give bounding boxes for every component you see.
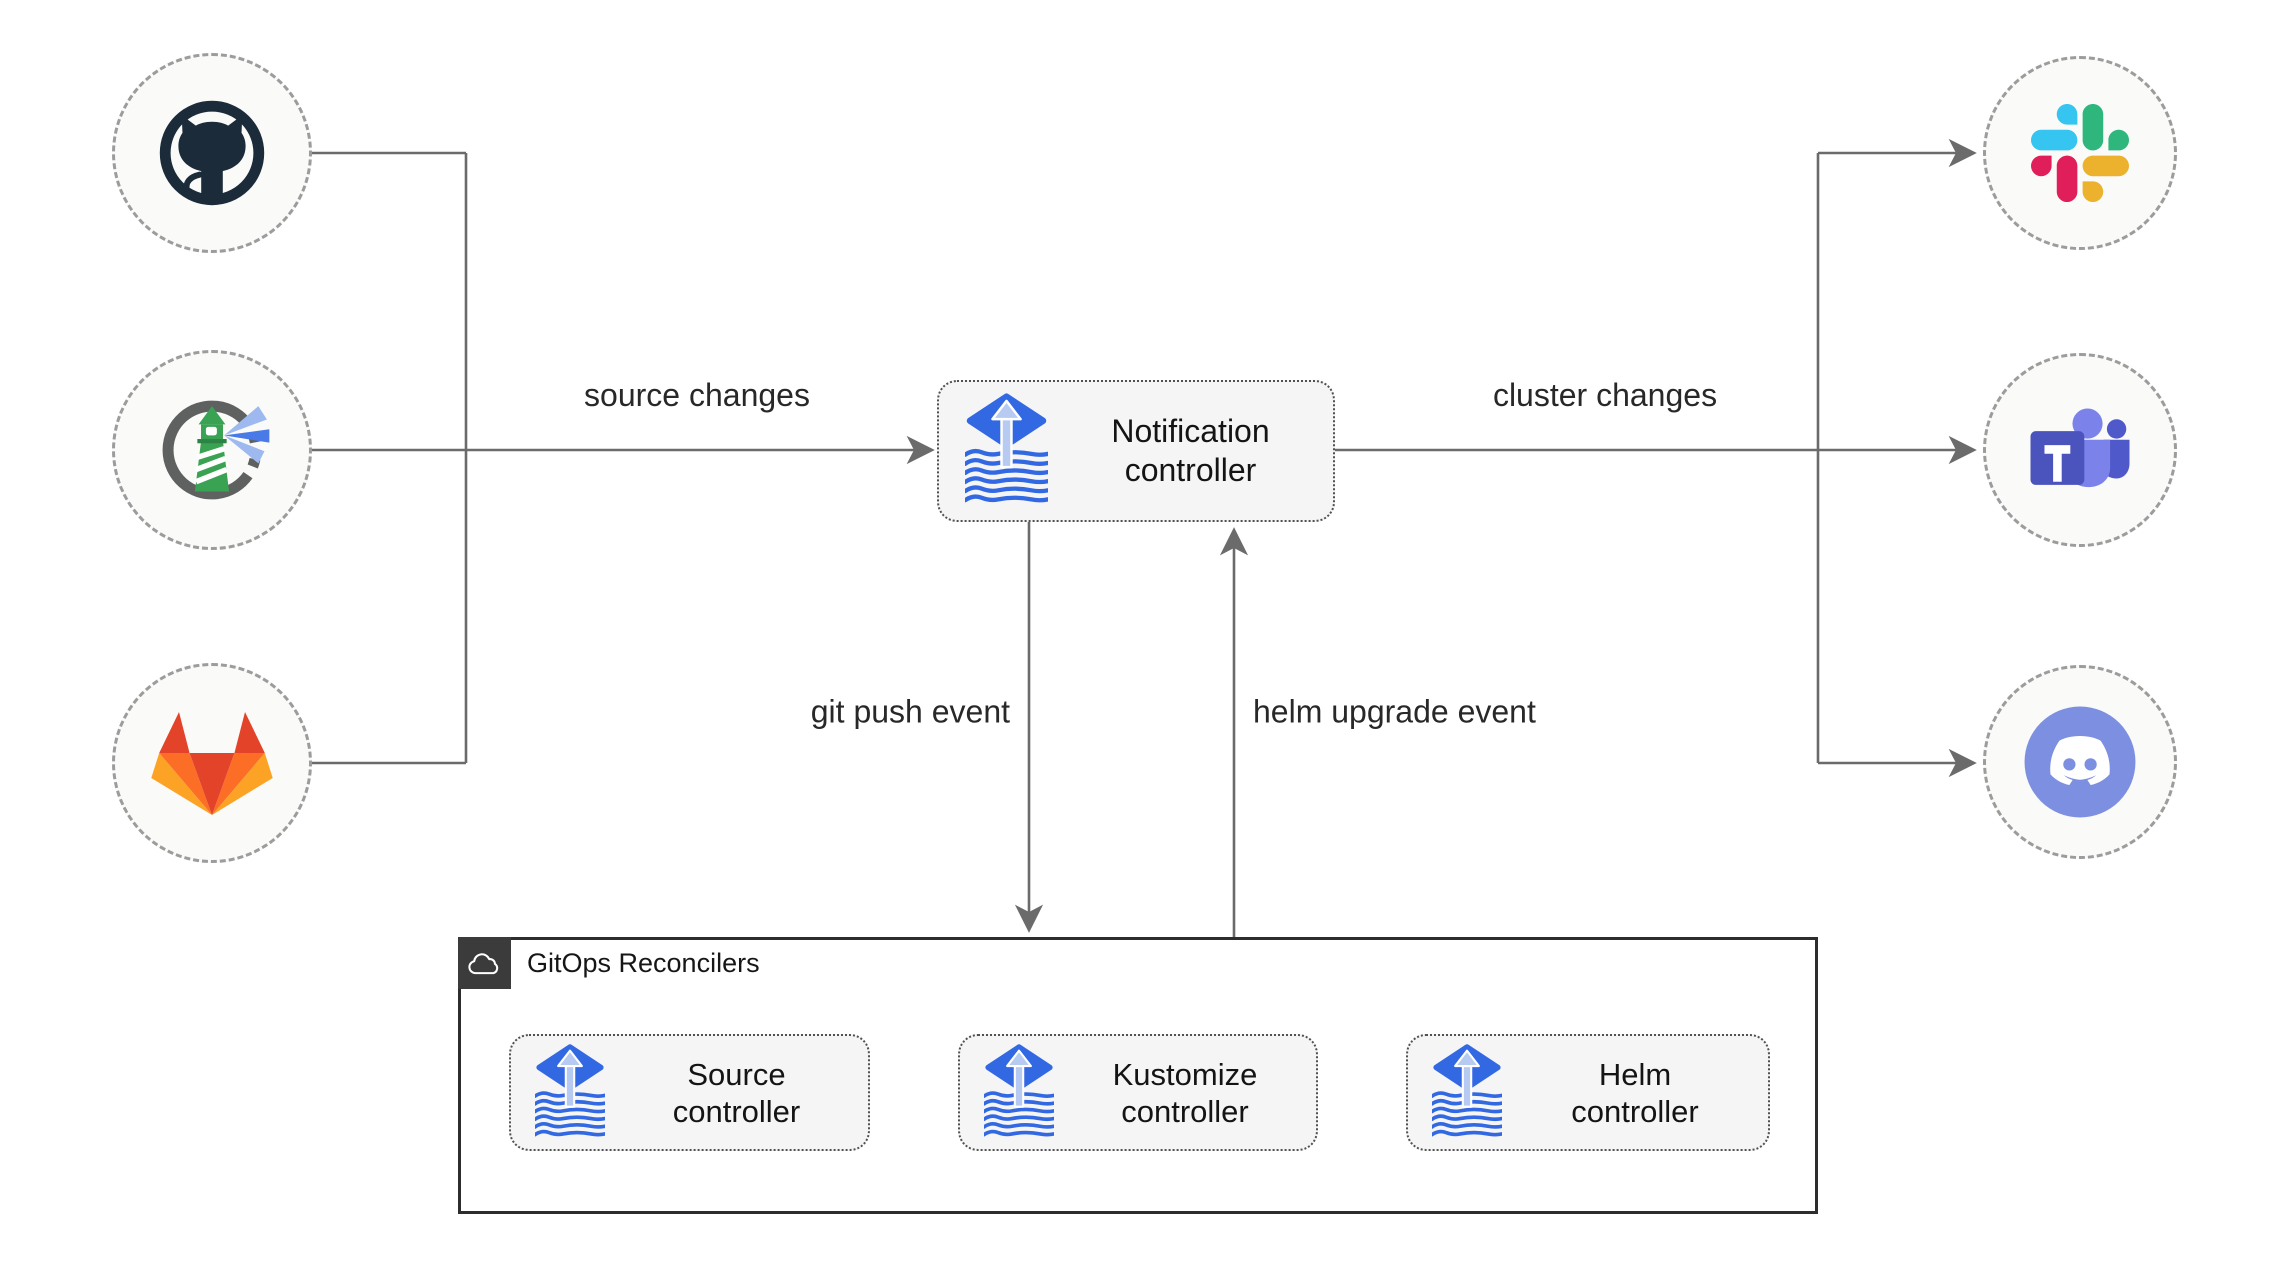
node-slack: [1983, 56, 2177, 250]
notification-controller-label-line2: controller: [1124, 452, 1257, 488]
node-source-controller: Source controller: [509, 1034, 870, 1151]
github-icon: [152, 93, 272, 213]
group-header: [458, 937, 511, 989]
edge-label-helm-upgrade-event: helm upgrade event: [1253, 693, 1536, 730]
kustomize-controller-label: Kustomize controller: [1054, 1056, 1316, 1130]
notification-controller-label: Notification controller: [1048, 412, 1333, 490]
edge-label-git-push-event: git push event: [810, 693, 1010, 730]
node-harbor: [112, 350, 312, 550]
node-notification-controller: Notification controller: [937, 380, 1335, 522]
kustomize-controller-label-line2: controller: [1121, 1093, 1249, 1129]
helm-controller-label-line1: Helm: [1598, 1056, 1672, 1092]
flux-icon: [535, 1042, 605, 1144]
group-title: GitOps Reconcilers: [527, 947, 760, 978]
flux-icon: [965, 391, 1048, 511]
slack-icon: [2031, 104, 2129, 202]
source-controller-label: Source controller: [605, 1056, 868, 1130]
harbor-icon: [151, 389, 273, 511]
microsoft-teams-icon: [2026, 401, 2134, 500]
discord-icon: [2021, 703, 2139, 821]
edge-label-source-changes: source changes: [584, 377, 810, 413]
source-controller-label-line2: controller: [672, 1093, 801, 1129]
gitlab-icon: [146, 704, 278, 823]
helm-controller-label-line2: controller: [1571, 1093, 1699, 1129]
kustomize-controller-label-line1: Kustomize: [1112, 1056, 1258, 1092]
node-gitlab: [112, 663, 312, 863]
cloud-icon: [467, 950, 503, 977]
notification-controller-label-line1: Notification: [1111, 413, 1270, 449]
source-controller-label-line1: Source: [687, 1056, 786, 1092]
edge-label-cluster-changes: cluster changes: [1492, 377, 1718, 413]
node-github: [112, 53, 312, 253]
flux-icon: [1432, 1042, 1502, 1144]
node-discord: [1983, 665, 2177, 859]
node-kustomize-controller: Kustomize controller: [958, 1034, 1318, 1151]
group-gitops-reconcilers: GitOps Reconcilers Source controller Kus…: [458, 937, 1818, 1214]
node-microsoft-teams: [1983, 353, 2177, 547]
flux-icon: [984, 1042, 1054, 1144]
node-helm-controller: Helm controller: [1406, 1034, 1770, 1151]
helm-controller-label: Helm controller: [1502, 1056, 1768, 1130]
